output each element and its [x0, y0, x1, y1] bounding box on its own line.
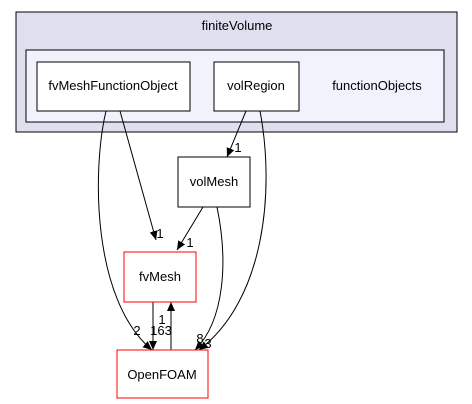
node-volRegion-box	[213, 61, 300, 112]
node-OpenFOAM-label: OpenFOAM	[127, 367, 196, 382]
edge-volMesh-OpenFOAM	[194, 206, 224, 351]
node-volRegion-label: volRegion	[227, 78, 285, 93]
node-OpenFOAM[interactable]: OpenFOAM	[116, 349, 209, 399]
node-volMesh[interactable]: volMesh	[177, 156, 251, 208]
node-OpenFOAM-box	[116, 349, 209, 399]
edge-label-fvMesh-OpenFOAM[interactable]: 163	[150, 323, 172, 338]
node-fvMesh-box	[123, 251, 197, 303]
edge-volMesh-fvMesh	[176, 206, 204, 251]
node-volRegion[interactable]: volRegion	[213, 61, 300, 112]
node-fvMesh[interactable]: fvMesh	[123, 251, 197, 303]
edge-label-volRegion-OpenFOAM[interactable]: 3	[204, 336, 211, 351]
node-fvMesh-label: fvMesh	[139, 269, 181, 284]
edge-label-fvMeshFunctionObject-fvMesh[interactable]: 1	[156, 226, 163, 241]
node-fvMeshFunctionObject[interactable]: fvMeshFunctionObject	[36, 61, 191, 112]
node-volMesh-label: volMesh	[190, 174, 238, 189]
cluster-finiteVolume-label: finiteVolume	[202, 18, 273, 33]
cluster-functionObjects-label: functionObjects	[332, 78, 422, 93]
edge-volRegion-OpenFOAM	[198, 110, 267, 351]
edge-label-fvMeshFunctionObject-OpenFOAM[interactable]: 2	[133, 323, 140, 338]
node-fvMeshFunctionObject-box	[36, 61, 191, 112]
edge-fvMeshFunctionObject-OpenFOAM	[97, 110, 153, 351]
edge-labels: 1 2 1 3 1 8 163 1	[133, 140, 241, 351]
edge-fvMeshFunctionObject-fvMesh	[119, 110, 158, 241]
node-volMesh-box	[177, 156, 251, 208]
edge-label-OpenFOAM-fvMesh[interactable]: 1	[158, 312, 165, 327]
node-fvMeshFunctionObject-label: fvMeshFunctionObject	[48, 78, 178, 93]
edge-label-volRegion-volMesh[interactable]: 1	[234, 140, 241, 155]
edge-volRegion-volMesh	[226, 110, 247, 158]
edge-label-volMesh-fvMesh[interactable]: 1	[186, 235, 193, 250]
edge-label-volMesh-OpenFOAM[interactable]: 8	[196, 331, 203, 346]
edges	[97, 110, 267, 351]
